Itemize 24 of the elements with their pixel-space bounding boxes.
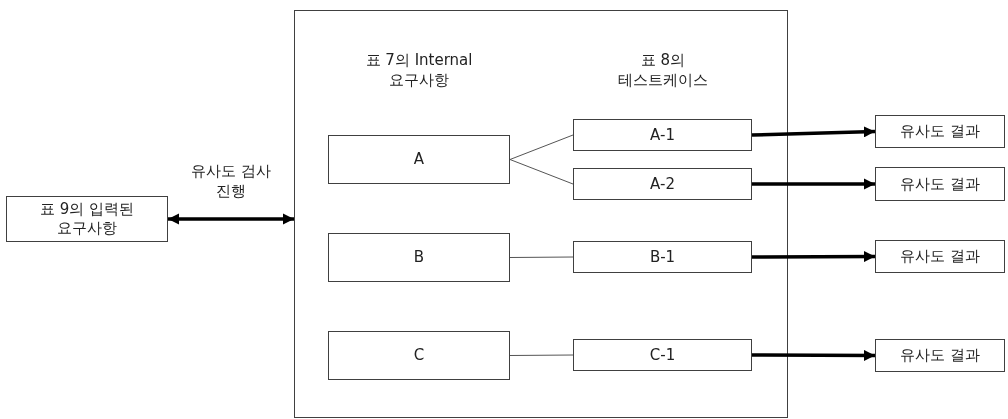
connector-line [509, 159, 574, 185]
process-box: 유사도 결과 [875, 167, 1005, 201]
process-box: A [328, 135, 510, 184]
arrow [751, 126, 876, 138]
process-box: A-2 [573, 168, 752, 200]
process-box: 유사도 결과 [875, 240, 1005, 273]
connector-line [509, 134, 574, 160]
process-box: C [328, 331, 510, 380]
process-box: 유사도 결과 [875, 339, 1005, 372]
arrow [752, 250, 875, 263]
arrow [752, 178, 875, 190]
process-box: C-1 [573, 339, 752, 371]
connector-line [509, 256, 574, 258]
process-box: B [328, 233, 510, 282]
process-box: 표 9의 입력된 요구사항 [6, 196, 168, 242]
process-box: 유사도 결과 [875, 115, 1005, 148]
arrow [752, 349, 875, 362]
column-heading: 표 7의 Internal 요구사항 [364, 50, 474, 90]
column-heading: 표 8의 테스트케이스 [617, 50, 709, 90]
container-box [294, 10, 788, 418]
process-box: B-1 [573, 241, 752, 273]
process-box: A-1 [573, 119, 752, 151]
arrow [168, 213, 294, 225]
connector-line [509, 354, 574, 356]
